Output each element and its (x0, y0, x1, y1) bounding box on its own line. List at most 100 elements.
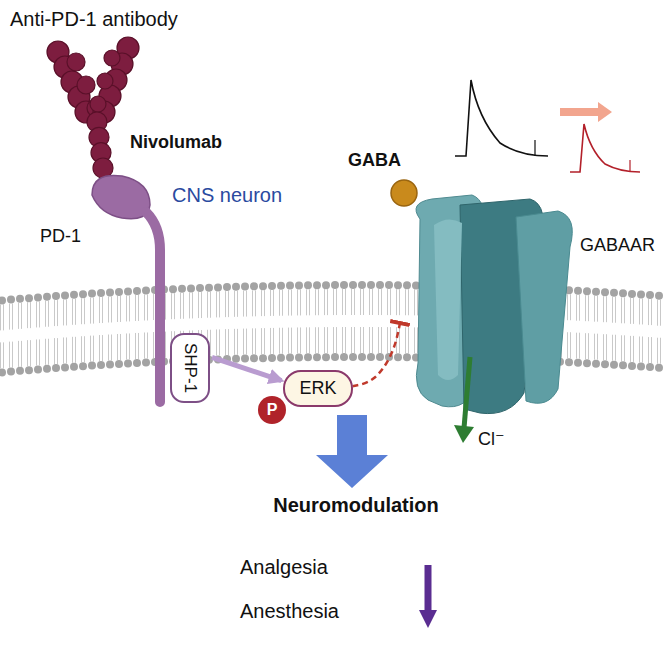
lipid-tail (378, 289, 379, 315)
lipid-tail (81, 298, 82, 324)
lipid-tail (111, 297, 112, 323)
lipid-tail (342, 327, 343, 353)
lipid-tail (234, 291, 235, 317)
lipid-tail (48, 301, 49, 327)
lipid-tail (237, 329, 238, 355)
lipid-tail (615, 297, 616, 323)
lipid-head (34, 365, 42, 373)
lipid-head (169, 285, 177, 293)
node-label: P (267, 401, 278, 419)
lipid-tail (297, 327, 298, 353)
lipid-tail (0, 342, 1, 368)
lipid-tail (282, 328, 283, 354)
lipid-tail (228, 291, 229, 317)
lipid-tail (147, 332, 148, 358)
lipid-tail (369, 289, 370, 315)
lipid-tail (585, 333, 586, 359)
lipid-tail (360, 289, 361, 315)
lipid-head (628, 362, 636, 370)
lipid-tail (306, 327, 307, 353)
lipid-tail (648, 337, 649, 363)
lipid-tail (576, 333, 577, 359)
lipid-tail (372, 289, 373, 315)
lipid-tail (363, 289, 364, 315)
lipid-tail (270, 290, 271, 316)
lipid-head (133, 287, 141, 295)
lipid-head (277, 282, 285, 290)
lipid-head (115, 288, 123, 296)
lipid-head (340, 353, 348, 361)
lipid-tail (570, 332, 571, 358)
lipid-tail (639, 336, 640, 362)
lipid-tail (165, 294, 166, 320)
antibody-domain (104, 50, 120, 66)
lipid-head (133, 359, 141, 367)
lipid-head (331, 353, 339, 361)
lipid-tail (39, 301, 40, 327)
lipid-tail (648, 299, 649, 325)
lipid-head (583, 359, 591, 367)
lipid-head (79, 290, 87, 298)
lipid-tail (198, 292, 199, 318)
lipid-head (376, 353, 384, 361)
lipid-head (286, 282, 294, 290)
lipid-tail (603, 334, 604, 360)
lipid-tail (300, 289, 301, 315)
lipid-tail (576, 295, 577, 321)
lipid-tail (579, 333, 580, 359)
lipid-tail (210, 330, 211, 356)
lipid-head (25, 366, 33, 374)
channel-subunit (434, 219, 462, 380)
drug-trace (570, 124, 640, 172)
lipid-tail (99, 335, 100, 361)
lipid-tail (18, 303, 19, 329)
lipid-head (70, 291, 78, 299)
lipid-tail (351, 327, 352, 353)
lipid-head (205, 284, 213, 292)
lipid-tail (633, 298, 634, 324)
lipid-tail (387, 327, 388, 353)
lipid-tail (624, 335, 625, 361)
lipid-tail (228, 329, 229, 355)
lipid-tail (30, 302, 31, 328)
lipid-tail (642, 336, 643, 362)
lipid-tail (84, 298, 85, 324)
lipid-tail (219, 329, 220, 355)
lipid-tail (210, 292, 211, 318)
lipid-head (574, 359, 582, 367)
lipid-tail (354, 327, 355, 353)
lipid-head (61, 363, 69, 371)
lipid-tail (174, 293, 175, 319)
lipid-head (304, 281, 312, 289)
effect-label: Anesthesia (240, 600, 339, 623)
lipid-tail (246, 329, 247, 355)
lipid-tail (117, 334, 118, 360)
channel-shape (398, 185, 578, 420)
lipid-head (619, 289, 627, 297)
lipid-head (25, 294, 33, 302)
lipid-tail (630, 298, 631, 324)
lipid-tail (642, 298, 643, 324)
antibody-domain (90, 96, 106, 112)
lipid-tail (72, 337, 73, 363)
lipid-tail (93, 298, 94, 324)
lipid-tail (120, 296, 121, 322)
lipid-head (349, 281, 357, 289)
stimulus-tick (534, 140, 535, 156)
lipid-tail (54, 338, 55, 364)
lipid-tail (3, 342, 4, 368)
lipid-head (115, 360, 123, 368)
current-traces (455, 80, 640, 172)
lipid-tail (129, 295, 130, 321)
lipid-tail (603, 296, 604, 322)
lipid-head (7, 368, 15, 376)
lipid-tail (297, 289, 298, 315)
lipid-head (88, 362, 96, 370)
effect-label: Analgesia (240, 556, 328, 579)
lipid-tail (612, 297, 613, 323)
lipid-head (223, 283, 231, 291)
lipid-tail (90, 298, 91, 324)
lipid-tail (324, 289, 325, 315)
stimulus-tick (629, 160, 630, 172)
